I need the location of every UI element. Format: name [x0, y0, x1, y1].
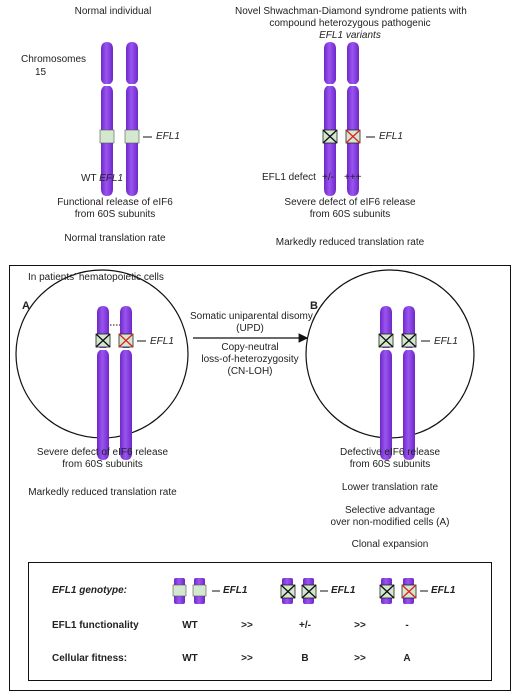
legend-gene-wt: EFL1: [223, 585, 248, 596]
cell-b-outcome-translation: Lower translation rate: [341, 482, 439, 493]
cell-b-outcome-clonal: Clonal expansion: [351, 539, 429, 550]
cell-a-outcome-line1: Severe defect of eIF6 release: [36, 447, 169, 458]
cell-a-chromosome-right: [118, 306, 134, 460]
legend-wt-pair: [172, 578, 220, 604]
patient-outcome-translation: Markedly reduced translation rate: [275, 237, 425, 248]
fit-value-wt: WT: [182, 653, 198, 664]
normal-outcome-line2: from 60S subunits: [74, 209, 156, 220]
patient-gene-label: EFL1: [379, 131, 403, 142]
cell-a-gene-label: EFL1: [150, 336, 174, 347]
arrow-text-upd-abbr: (UPD): [236, 323, 264, 334]
func-value-wt: WT: [182, 620, 198, 631]
cell-b-outcome-line2: from 60S subunits: [349, 459, 431, 470]
normal-outcome-line1: Functional release of eIF6: [57, 197, 173, 208]
novel-patients-title-line1: Novel Shwachman-Diamond syndrome patient…: [235, 6, 467, 17]
cell-a-outcome-translation: Markedly reduced translation rate: [28, 487, 177, 498]
patient-outcome-line1: Severe defect of eIF6 release: [284, 197, 416, 208]
normal-chromosome-right: [124, 42, 140, 196]
cell-b-gene-label: EFL1: [434, 336, 458, 347]
func-value-b: +/-: [299, 620, 311, 631]
cell-b-chromosome-right: [401, 306, 417, 460]
fit-value-b: B: [301, 653, 309, 664]
patient-outcome-line2: from 60S subunits: [309, 209, 391, 220]
fit-value-a: A: [403, 653, 411, 664]
wt-gene: EFL1: [99, 173, 124, 184]
patients-panel-frame: [9, 265, 511, 691]
fit-value-sep2: >>: [354, 653, 366, 664]
normal-gene-label: EFL1: [156, 131, 180, 142]
efl1-defect-label: EFL1 defect: [262, 172, 316, 183]
legend-genotype-label: EFL1 genotype:: [52, 585, 128, 596]
chromosomes-number: 15: [35, 67, 47, 78]
legend-gene-a: EFL1: [431, 585, 456, 596]
fit-value-sep1: >>: [241, 653, 253, 664]
panel-header: In patients' hematopoietic cells: [28, 272, 164, 283]
legend-functionality-label: EFL1 functionality: [52, 620, 139, 631]
novel-patients-title-line2: compound heterozygous pathogenic: [269, 18, 431, 29]
cell-a-chromosome-left: [95, 306, 111, 460]
normal-outcome-translation: Normal translation rate: [64, 233, 166, 244]
arrow-text-cn: Copy-neutral: [221, 342, 279, 353]
func-value-sep1: >>: [241, 620, 253, 631]
cell-b-outcome-advantage: Selective advantage: [344, 505, 436, 516]
cell-b-outcome-advantage-detail: over non-modified cells (A): [330, 517, 450, 528]
func-value-a: -: [405, 620, 409, 631]
efl1-defect-right: +++: [344, 172, 362, 183]
cell-a-outcome-line2: from 60S subunits: [62, 459, 143, 470]
legend-gene-b: EFL1: [331, 585, 356, 596]
efl1-defect-left: +/-: [322, 172, 334, 183]
arrow-text-cnloh-abbr: (CN-LOH): [227, 366, 273, 377]
novel-patients-title-line3: EFL1 variants: [319, 30, 381, 41]
chromosomes-label: Chromosomes: [21, 54, 87, 65]
wt-efl1-label: WT EFL1: [81, 173, 123, 185]
func-value-sep2: >>: [354, 620, 366, 631]
cell-a-label: A: [22, 300, 30, 312]
cell-b-label: B: [310, 300, 318, 312]
arrow-text-upd: Somatic uniparental disomy: [190, 311, 313, 322]
legend-a-pair: [379, 578, 428, 604]
cell-b-chromosome-left: [378, 306, 394, 460]
cell-b-outcome-line1: Defective eIF6 release: [339, 447, 441, 458]
arrow-text-loh: loss-of-heterozygosity: [201, 354, 299, 365]
legend-b-pair: [280, 578, 328, 604]
legend-fitness-label: Cellular fitness:: [52, 653, 128, 664]
normal-individual-title: Normal individual: [74, 6, 152, 17]
legend-frame: [28, 562, 492, 681]
wt-prefix: WT: [81, 173, 97, 184]
